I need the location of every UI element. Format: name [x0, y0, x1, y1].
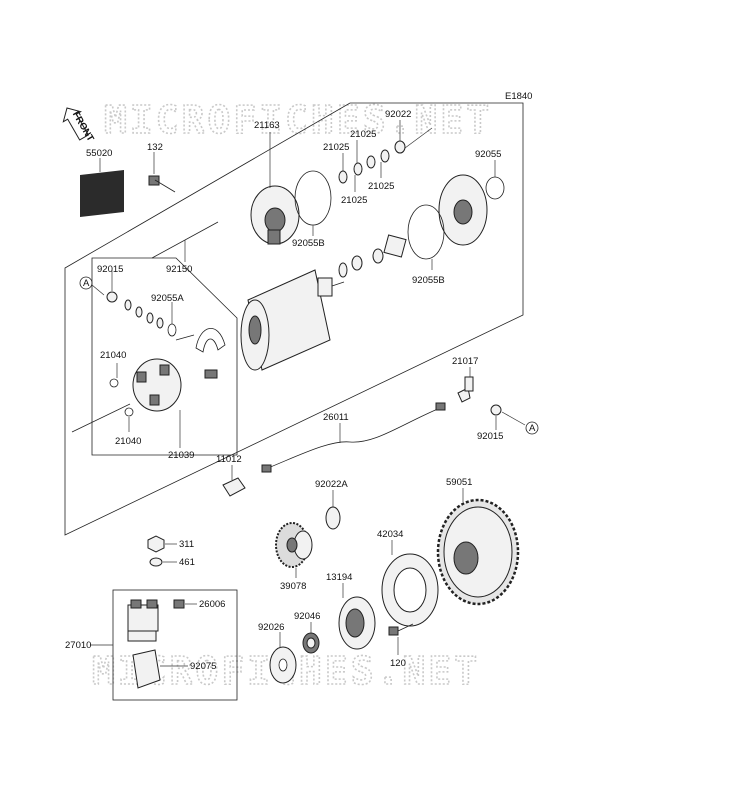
- label-11012: 11012: [216, 454, 242, 465]
- label-21040-top: 21040: [100, 350, 126, 361]
- spring-21040-bottom: [124, 407, 134, 432]
- label-92055b-right: 92055B: [412, 275, 445, 286]
- label-21025-a: 21025: [350, 129, 376, 140]
- label-42034: 42034: [377, 529, 403, 540]
- oring-92055: [485, 176, 505, 200]
- label-92015-right: 92015: [477, 431, 503, 442]
- fitting-21017: [457, 367, 474, 403]
- label-120: 120: [390, 658, 406, 669]
- label-21017: 21017: [452, 356, 478, 367]
- nut-311: [147, 535, 177, 553]
- cap-26006: [173, 599, 197, 609]
- washers-lower: [338, 234, 407, 278]
- label-21163: 21163: [254, 120, 280, 131]
- starter-relay: [127, 599, 159, 642]
- brush-plate: [132, 358, 182, 412]
- clutch-13194: [338, 583, 376, 650]
- label-311: 311: [179, 539, 194, 550]
- label-21025-b: 21025: [323, 142, 349, 153]
- ref-marker-a-right-text: A: [529, 423, 536, 434]
- label-92022: 92022: [385, 109, 411, 120]
- bolt-132: [148, 152, 176, 193]
- label-26006: 26006: [199, 599, 225, 610]
- washer-461: [149, 557, 177, 567]
- label-461: 461: [179, 557, 195, 568]
- label-59051: 59051: [446, 477, 472, 488]
- label-plate-55020: [80, 158, 124, 217]
- cap-11012: [222, 465, 246, 497]
- ref-marker-a-right: [525, 421, 539, 435]
- front-cover: [438, 174, 488, 246]
- label-55020: 55020: [86, 148, 112, 159]
- diagram-code: E1840: [505, 91, 532, 102]
- label-92026: 92026: [258, 622, 284, 633]
- end-cover-21163: [250, 132, 300, 245]
- washer-92022a: [325, 490, 341, 530]
- flange-42034: [381, 540, 439, 627]
- label-92055a: 92055A: [151, 293, 184, 304]
- bolt-120: [388, 623, 414, 655]
- label-92150: 92150: [166, 264, 192, 275]
- terminal-bolt: [175, 327, 226, 379]
- label-21025-d: 21025: [341, 195, 367, 206]
- label-21025-c: 21025: [368, 181, 394, 192]
- label-92055: 92055: [475, 149, 501, 160]
- oring-92055b-right: [407, 204, 445, 260]
- label-92015-top: 92015: [97, 264, 123, 275]
- starter-motor-body: [240, 269, 345, 371]
- front-arrow-icon: [62, 107, 90, 141]
- ref-marker-a-left-text: A: [83, 278, 90, 289]
- label-21040-bottom: 21040: [115, 436, 141, 447]
- nut-92015-top: [106, 270, 118, 303]
- ring-gear-59051: [436, 488, 520, 606]
- through-bolt-92150: [151, 221, 219, 262]
- ref-marker-a-left: [79, 276, 105, 296]
- washer-92026: [269, 632, 297, 684]
- label-27010: 27010: [65, 640, 91, 651]
- label-92075: 92075: [190, 661, 216, 672]
- washers-21025-upper: [338, 120, 433, 192]
- label-92022a: 92022A: [315, 479, 348, 490]
- oring-92055b-left: [294, 170, 332, 226]
- label-92055b-left: 92055B: [292, 238, 325, 249]
- spring-21040-top: [109, 363, 119, 388]
- cable-26011: [261, 402, 446, 473]
- label-13194: 13194: [326, 572, 352, 583]
- relay-cover-92075: [132, 649, 188, 689]
- brush-leader: [71, 403, 131, 433]
- label-21039: 21039: [168, 450, 194, 461]
- nut-92015-right: [490, 404, 526, 430]
- label-92046: 92046: [294, 611, 320, 622]
- label-132: 132: [147, 142, 163, 153]
- starter-assembly-frame: [64, 102, 524, 536]
- washers-92055a: [124, 299, 177, 337]
- bearing-92046: [302, 622, 320, 654]
- label-39078: 39078: [280, 581, 306, 592]
- label-26011: 26011: [323, 412, 349, 423]
- idle-gear-39078: [275, 522, 313, 578]
- watermark-top: MICROFICHES.NET: [104, 98, 492, 142]
